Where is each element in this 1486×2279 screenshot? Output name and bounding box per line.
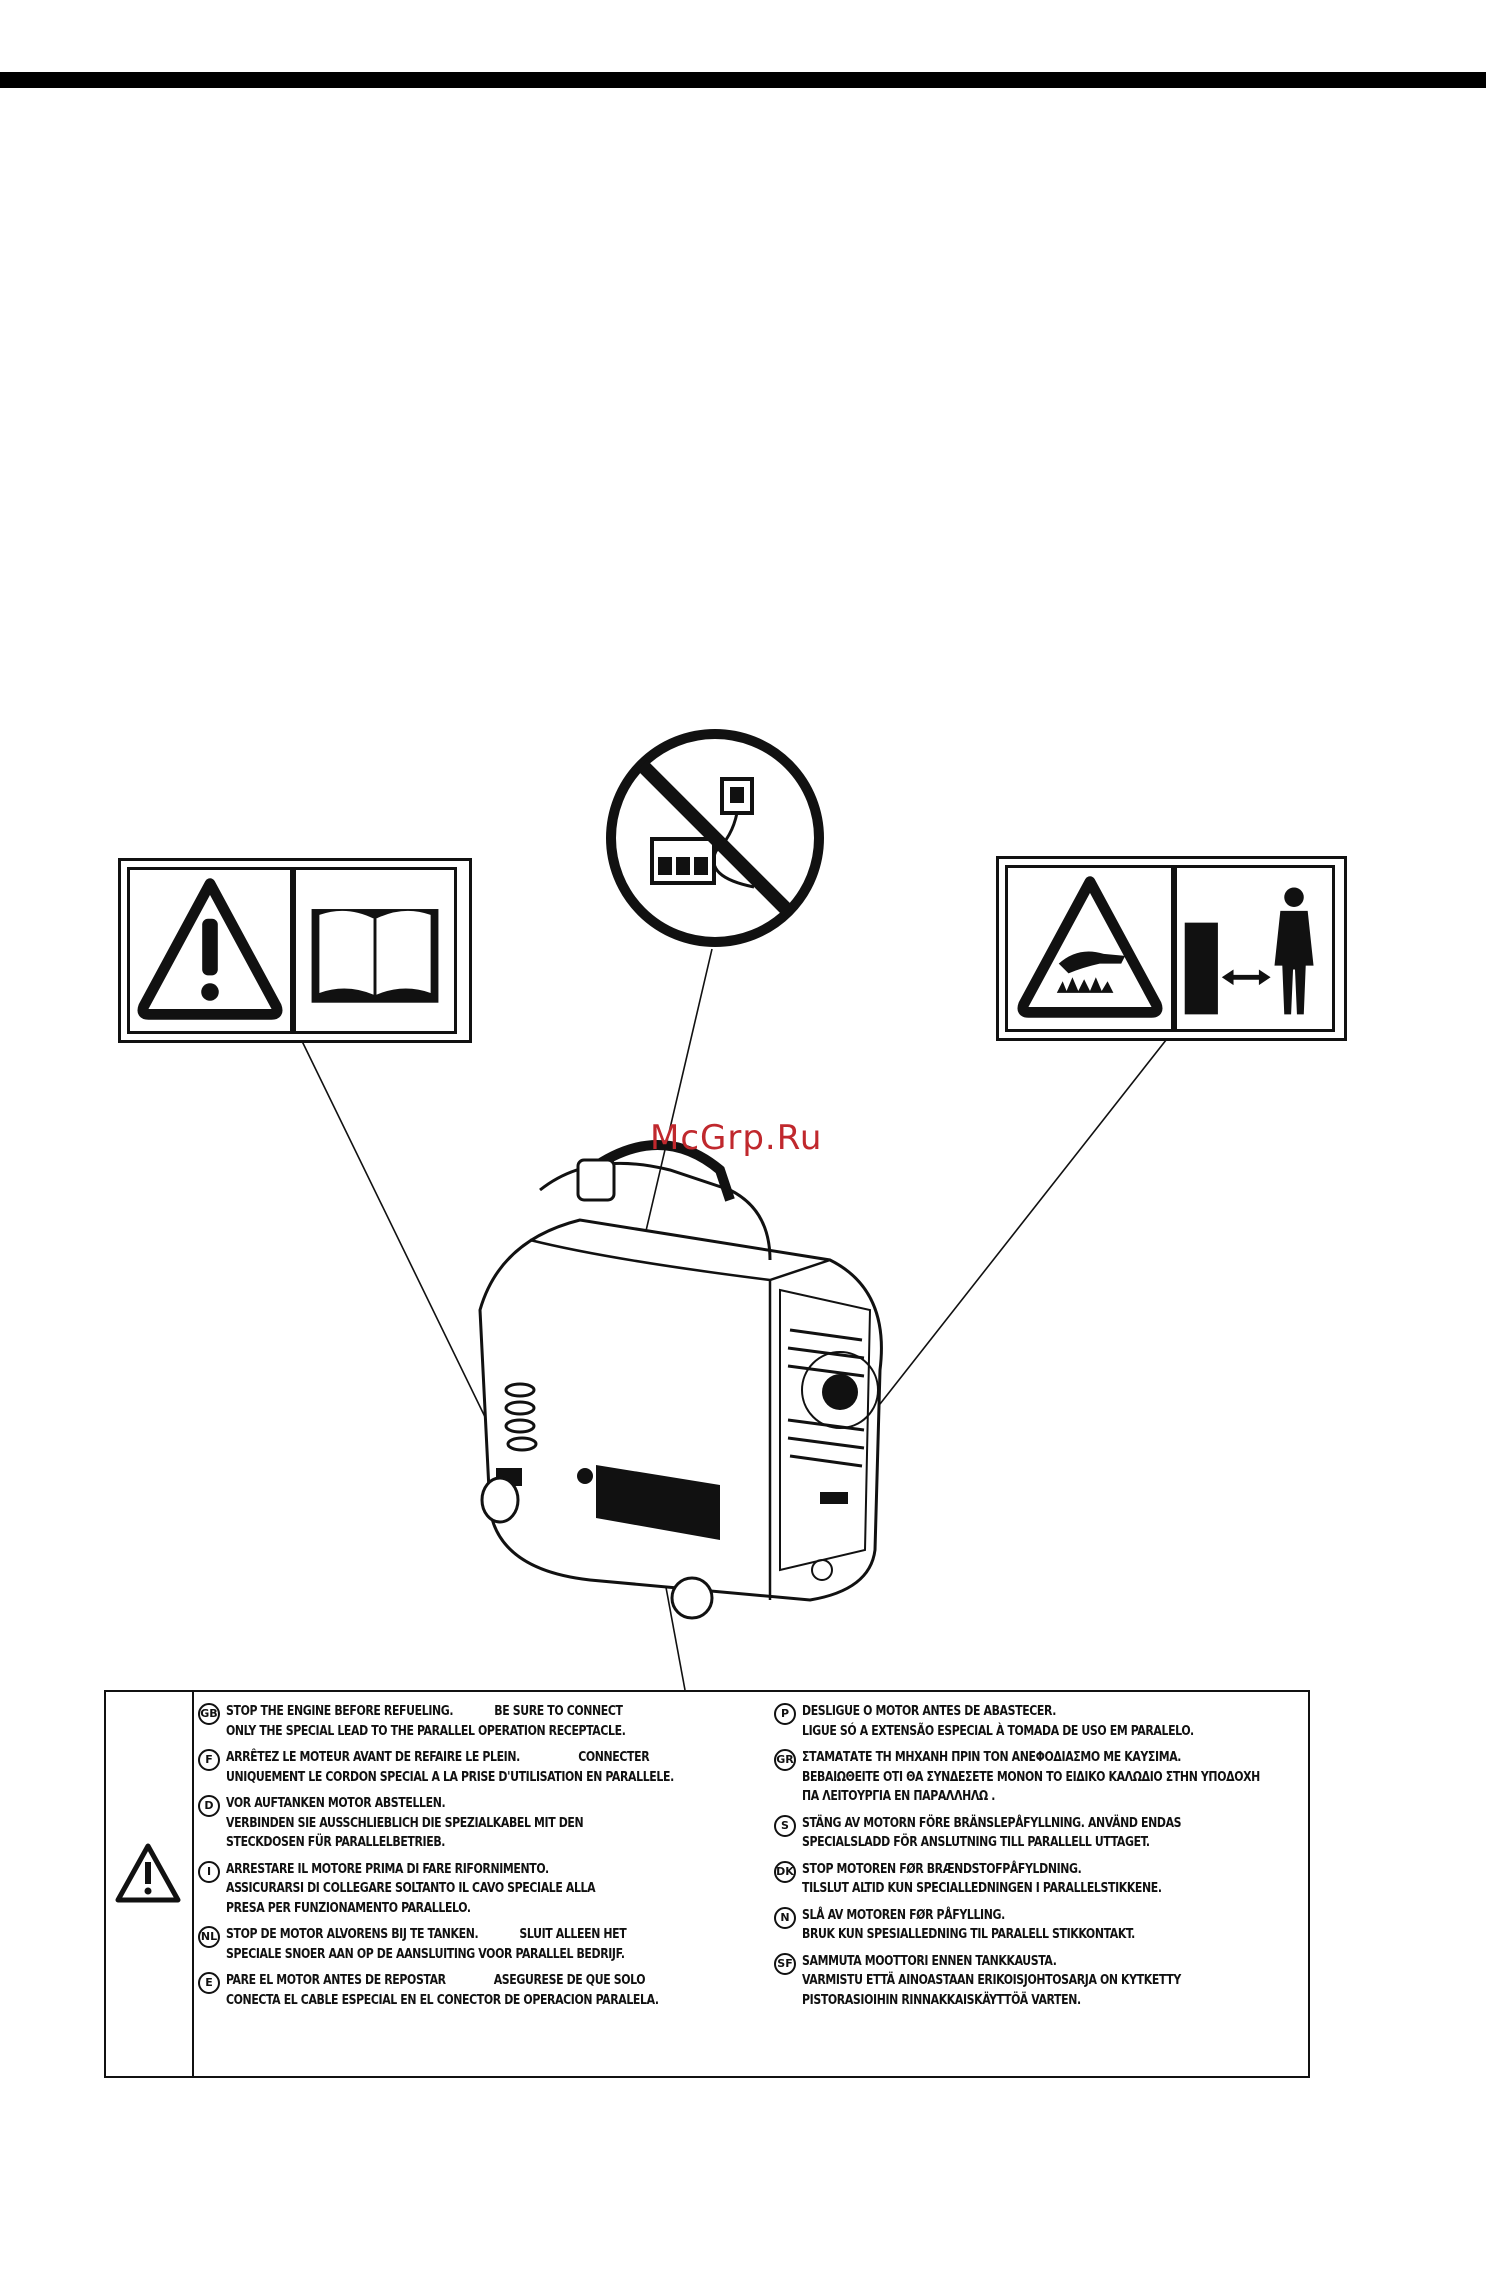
warning-triangle-icon bbox=[127, 867, 293, 1034]
notice-line: ARRÊTEZ LE MOTEUR AVANT DE REFAIRE LE PL… bbox=[226, 1750, 650, 1765]
notice-text: PARE EL MOTOR ANTES DE REPOSTAR ASEGURES… bbox=[226, 1971, 659, 2010]
notice-line: ARRESTARE IL MOTORE PRIMA DI FARE RIFORN… bbox=[226, 1861, 549, 1877]
notice-line: ASSICURARSI DI COLLEGARE SOLTANTO IL CAV… bbox=[226, 1881, 596, 1896]
notice-entry: I ARRESTARE IL MOTORE PRIMA DI FARE RIFOR… bbox=[198, 1860, 768, 1919]
notice-text: STÄNG AV MOTORN FÖRE BRÄNSLEPÅFYLLNING. … bbox=[802, 1814, 1182, 1853]
notice-entry: F ARRÊTEZ LE MOTEUR AVANT DE REFAIRE LE P… bbox=[198, 1748, 768, 1787]
language-badge: GB bbox=[198, 1703, 220, 1725]
language-badge: N bbox=[774, 1906, 796, 1929]
multilingual-warning-notice: GB STOP THE ENGINE BEFORE REFUELING. BE S… bbox=[104, 1690, 1310, 2078]
notice-line: BRUK KUN SPESIALLEDNING TIL PARALELL STI… bbox=[802, 1927, 1135, 1942]
notice-entry: GB STOP THE ENGINE BEFORE REFUELING. BE S… bbox=[198, 1702, 768, 1741]
language-badge: S bbox=[774, 1814, 796, 1837]
notice-line: CONECTA EL CABLE ESPECIAL EN EL CONECTOR… bbox=[226, 1992, 659, 2008]
notice-icon-column bbox=[106, 1692, 194, 2076]
notice-line: STOP MOTOREN FØR BRÆNDSTOFPÅFYLDNING. bbox=[802, 1861, 1082, 1877]
notice-entry: D VOR AUFTANKEN MOTOR ABSTELLEN. VERBINDEN… bbox=[198, 1794, 768, 1853]
notice-line: VOR AUFTANKEN MOTOR ABSTELLEN. bbox=[226, 1796, 446, 1811]
language-badge: F bbox=[198, 1749, 220, 1771]
notice-entry: E PARE EL MOTOR ANTES DE REPOSTAR ASEGURE… bbox=[198, 1971, 768, 2010]
notice-entry: N SLÅ AV MOTOREN FØR PÅFYLLING. BRUK KUN S… bbox=[774, 1906, 1304, 1945]
notice-text: ΣΤΑΜΑΤΑΤΕ ΤΗ ΜΗΧΑΝΗ ΠΡΙΝ ΤΟΝ ΑΝΕΦΟΔΙΑΣΜΟ… bbox=[802, 1748, 1260, 1807]
notice-line: DESLIGUE O MOTOR ANTES DE ABASTECER. bbox=[802, 1704, 1057, 1719]
language-badge: E bbox=[198, 1972, 220, 1994]
no-connection-sign bbox=[604, 727, 826, 949]
notice-line: STOP THE ENGINE BEFORE REFUELING. BE SUR… bbox=[226, 1704, 623, 1719]
notice-entry: S STÄNG AV MOTORN FÖRE BRÄNSLEPÅFYLLNING.… bbox=[774, 1814, 1304, 1853]
notice-right-column: P DESLIGUE O MOTOR ANTES DE ABASTECER. LIG… bbox=[774, 1702, 1304, 2017]
notice-entry: NL STOP DE MOTOR ALVORENS BIJ TE TANKEN. … bbox=[198, 1925, 768, 1964]
language-badge: P bbox=[774, 1703, 796, 1725]
notice-text: DESLIGUE O MOTOR ANTES DE ABASTECER. LIGU… bbox=[802, 1702, 1194, 1741]
generator-illustration bbox=[470, 1130, 890, 1635]
notice-line: UNIQUEMENT LE CORDON SPECIAL A LA PRISE … bbox=[226, 1769, 674, 1785]
notice-text: ARRÊTEZ LE MOTEUR AVANT DE REFAIRE LE PL… bbox=[226, 1748, 674, 1787]
notice-line: VERBINDEN SIE AUSSCHLIEBLICH DIE SPEZIAL… bbox=[226, 1815, 584, 1831]
book-icon bbox=[293, 867, 457, 1034]
language-badge: SF bbox=[774, 1952, 796, 1975]
notice-line: VARMISTU ETTÄ AINOASTAAN ERIKOISJOHTOSAR… bbox=[802, 1973, 1181, 1988]
notice-line: PISTORASIOIHIN RINNAKKAISKÄYTTÖÄ VARTEN. bbox=[802, 1992, 1081, 2008]
notice-text: ARRESTARE IL MOTORE PRIMA DI FARE RIFORN… bbox=[226, 1860, 596, 1919]
notice-line: STOP DE MOTOR ALVORENS BIJ TE TANKEN. SL… bbox=[226, 1927, 627, 1942]
notice-text: SAMMUTA MOOTTORI ENNEN TANKKAUSTA. VARMIS… bbox=[802, 1952, 1181, 2011]
notice-entry: DK STOP MOTOREN FØR BRÆNDSTOFPÅFYLDNING. T… bbox=[774, 1860, 1304, 1899]
notice-line: SPECIALSLADD FÖR ANSLUTNING TILL PARALLE… bbox=[802, 1835, 1150, 1850]
notice-entry: P DESLIGUE O MOTOR ANTES DE ABASTECER. LIG… bbox=[774, 1702, 1304, 1741]
notice-entry: SF SAMMUTA MOOTTORI ENNEN TANKKAUSTA. VARM… bbox=[774, 1952, 1304, 2011]
fuel-cap-icon bbox=[576, 1158, 616, 1202]
notice-text: STOP DE MOTOR ALVORENS BIJ TE TANKEN. SL… bbox=[226, 1925, 627, 1964]
watermark: McGrp.Ru bbox=[650, 1118, 823, 1158]
warning-read-manual-label bbox=[118, 858, 472, 1043]
language-badge: D bbox=[198, 1795, 220, 1817]
notice-line: STECKDOSEN FÜR PARALLELBETRIEB. bbox=[226, 1835, 446, 1850]
notice-left-column: GB STOP THE ENGINE BEFORE REFUELING. BE S… bbox=[198, 1702, 768, 2017]
header-rule bbox=[0, 72, 1486, 88]
notice-line: PRESA PER FUNZIONAMENTO PARALLELO. bbox=[226, 1900, 471, 1916]
notice-line: SPECIALE SNOER AAN OP DE AANSLUITING VOO… bbox=[226, 1946, 625, 1962]
notice-line: ΣΤΑΜΑΤΑΤΕ ΤΗ ΜΗΧΑΝΗ ΠΡΙΝ ΤΟΝ ΑΝΕΦΟΔΙΑΣΜΟ… bbox=[802, 1750, 1182, 1765]
language-badge: NL bbox=[198, 1926, 220, 1948]
language-badge: I bbox=[198, 1860, 220, 1883]
notice-line: PARE EL MOTOR ANTES DE REPOSTAR ASEGURES… bbox=[226, 1973, 646, 1988]
warning-triangle-icon bbox=[115, 1843, 181, 1903]
notice-entry: GR ΣΤΑΜΑΤΑΤΕ ΤΗ ΜΗΧΑΝΗ ΠΡΙΝ ΤΟΝ ΑΝΕΦΟΔΙΑΣ… bbox=[774, 1748, 1304, 1807]
notice-line: LIGUE SÓ A EXTENSÃO ESPECIAL À TOMADA DE… bbox=[802, 1723, 1194, 1739]
notice-line: ΒΕΒΑΙΩΘΕΙΤΕ ΟΤΙ ΘΑ ΣΥΝΔΕΣΕΤΕ ΜΟΝΟΝ ΤΟ ΕΙ… bbox=[802, 1769, 1260, 1785]
notice-line: SAMMUTA MOOTTORI ENNEN TANKKAUSTA. bbox=[802, 1953, 1057, 1969]
notice-text: STOP THE ENGINE BEFORE REFUELING. BE SUR… bbox=[226, 1702, 626, 1741]
notice-text: STOP MOTOREN FØR BRÆNDSTOFPÅFYLDNING. TIL… bbox=[802, 1860, 1162, 1899]
language-badge: DK bbox=[774, 1860, 796, 1883]
hot-surface-icon bbox=[1005, 865, 1174, 1032]
notice-line: SLÅ AV MOTOREN FØR PÅFYLLING. bbox=[802, 1907, 1005, 1923]
keep-distance-icon bbox=[1174, 865, 1335, 1032]
notice-line: ONLY THE SPECIAL LEAD TO THE PARALLEL OP… bbox=[226, 1723, 626, 1739]
notice-text: SLÅ AV MOTOREN FØR PÅFYLLING. BRUK KUN SP… bbox=[802, 1906, 1135, 1945]
notice-line: ΠΑ ΛΕΙΤΟΥΡΓΙΑ ΕΝ ΠΑΡΑΛΛΗΛΩ . bbox=[802, 1789, 996, 1804]
notice-text: VOR AUFTANKEN MOTOR ABSTELLEN. VERBINDEN … bbox=[226, 1794, 584, 1853]
notice-line: STÄNG AV MOTORN FÖRE BRÄNSLEPÅFYLLNING. … bbox=[802, 1815, 1182, 1831]
hot-surface-distance-label bbox=[996, 856, 1347, 1041]
language-badge: GR bbox=[774, 1749, 796, 1771]
notice-line: TILSLUT ALTID KUN SPECIALLEDNINGEN I PAR… bbox=[802, 1881, 1162, 1896]
